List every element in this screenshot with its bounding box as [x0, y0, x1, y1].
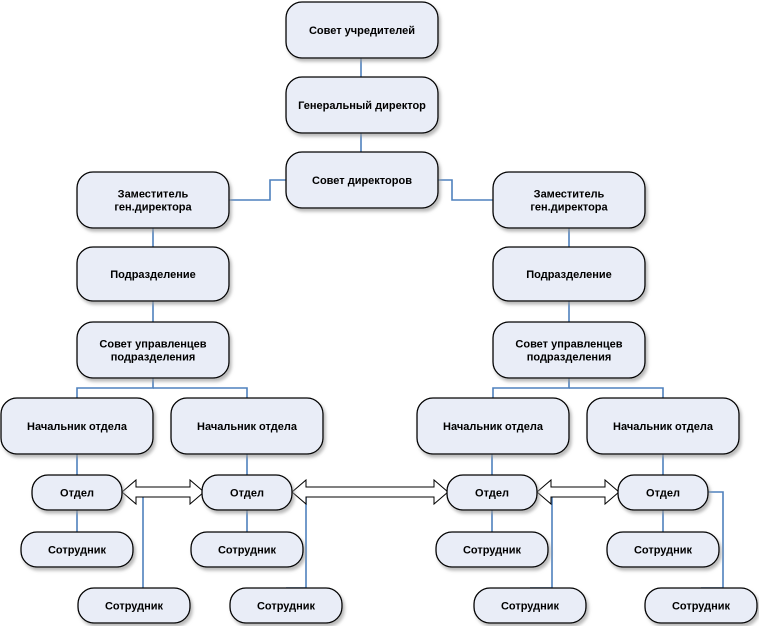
node-employee-2b: Сотрудник	[229, 587, 343, 624]
node-label: Сотрудник	[257, 601, 316, 613]
node-label: Сотрудник	[634, 545, 693, 557]
node-box	[586, 397, 740, 455]
node-box	[285, 151, 439, 209]
node-label: Начальник отдела	[27, 421, 128, 433]
double-arrow	[121, 478, 205, 506]
node-label: Сотрудник	[105, 601, 164, 613]
node-label: Подразделение	[110, 269, 196, 281]
node-box	[76, 321, 230, 379]
node-box	[617, 474, 709, 511]
node-label: Подразделение	[526, 269, 612, 281]
node-box	[435, 531, 549, 568]
node-department-2: Отдел	[201, 474, 293, 511]
node-employee-2a: Сотрудник	[190, 531, 304, 568]
node-label: Сотрудник	[463, 545, 522, 557]
node-box	[31, 474, 123, 511]
node-label: Отдел	[646, 488, 680, 500]
node-dept-head-3: Начальник отдела	[416, 397, 570, 455]
node-division-left: Подразделение	[76, 246, 230, 302]
connector-line	[76, 378, 154, 398]
node-label: Начальник отдела	[443, 421, 544, 433]
node-box	[492, 246, 646, 302]
node-label: Отдел	[475, 488, 509, 500]
node-employee-4b: Сотрудник	[644, 587, 758, 624]
node-label: Отдел	[230, 488, 264, 500]
node-employee-4a: Сотрудник	[606, 531, 720, 568]
node-label: подразделения	[527, 352, 612, 364]
node-dept-head-2: Начальник отдела	[170, 397, 324, 455]
node-department-3: Отдел	[446, 474, 538, 511]
connector-line	[438, 179, 493, 201]
connector-line	[569, 387, 664, 398]
node-label: Начальник отдела	[613, 421, 714, 433]
node-box	[492, 321, 646, 379]
node-box	[170, 397, 324, 455]
double-arrow	[536, 478, 620, 506]
connector-line	[153, 387, 248, 398]
node-label: Совет учредителей	[309, 25, 415, 37]
node-division-right: Подразделение	[492, 246, 646, 302]
node-label: ген.директора	[114, 202, 192, 214]
node-box	[492, 171, 646, 229]
node-label: Заместитель	[118, 189, 189, 201]
node-dept-head-1: Начальник отдела	[0, 397, 154, 455]
double-arrow	[291, 478, 449, 506]
node-label: Совет управленцев	[99, 339, 206, 351]
node-founders-council: Совет учредителей	[285, 1, 439, 59]
node-label: Сотрудник	[672, 601, 731, 613]
node-employee-3a: Сотрудник	[435, 531, 549, 568]
connector-line	[229, 179, 286, 201]
peer-arrows	[121, 478, 620, 506]
node-box	[190, 531, 304, 568]
node-box	[76, 171, 230, 229]
node-label: Генеральный директор	[298, 100, 426, 112]
node-employee-1b: Сотрудник	[77, 587, 191, 624]
node-employee-3b: Сотрудник	[473, 587, 587, 624]
node-box	[20, 531, 134, 568]
node-label: Совет директоров	[312, 175, 412, 187]
node-label: Сотрудник	[501, 601, 560, 613]
node-box	[0, 397, 154, 455]
node-box	[644, 587, 758, 624]
node-label: Совет управленцев	[515, 339, 622, 351]
node-box	[229, 587, 343, 624]
node-label: Заместитель	[534, 189, 605, 201]
node-label: Начальник отдела	[197, 421, 298, 433]
node-box	[473, 587, 587, 624]
node-box	[606, 531, 720, 568]
node-dept-head-4: Начальник отдела	[586, 397, 740, 455]
node-employee-1a: Сотрудник	[20, 531, 134, 568]
node-box	[416, 397, 570, 455]
node-label: Отдел	[60, 488, 94, 500]
node-box	[285, 1, 439, 59]
node-general-director: Генеральный директор	[285, 76, 439, 134]
node-box	[285, 76, 439, 134]
node-department-4: Отдел	[617, 474, 709, 511]
node-label: Сотрудник	[48, 545, 107, 557]
node-box	[201, 474, 293, 511]
node-box	[446, 474, 538, 511]
node-department-1: Отдел	[31, 474, 123, 511]
node-box	[77, 587, 191, 624]
node-label: Сотрудник	[218, 545, 277, 557]
node-label: подразделения	[111, 352, 196, 364]
node-board-of-directors: Совет директоров	[285, 151, 439, 209]
connector-line	[492, 378, 570, 398]
node-label: ген.директора	[530, 202, 608, 214]
node-box	[76, 246, 230, 302]
